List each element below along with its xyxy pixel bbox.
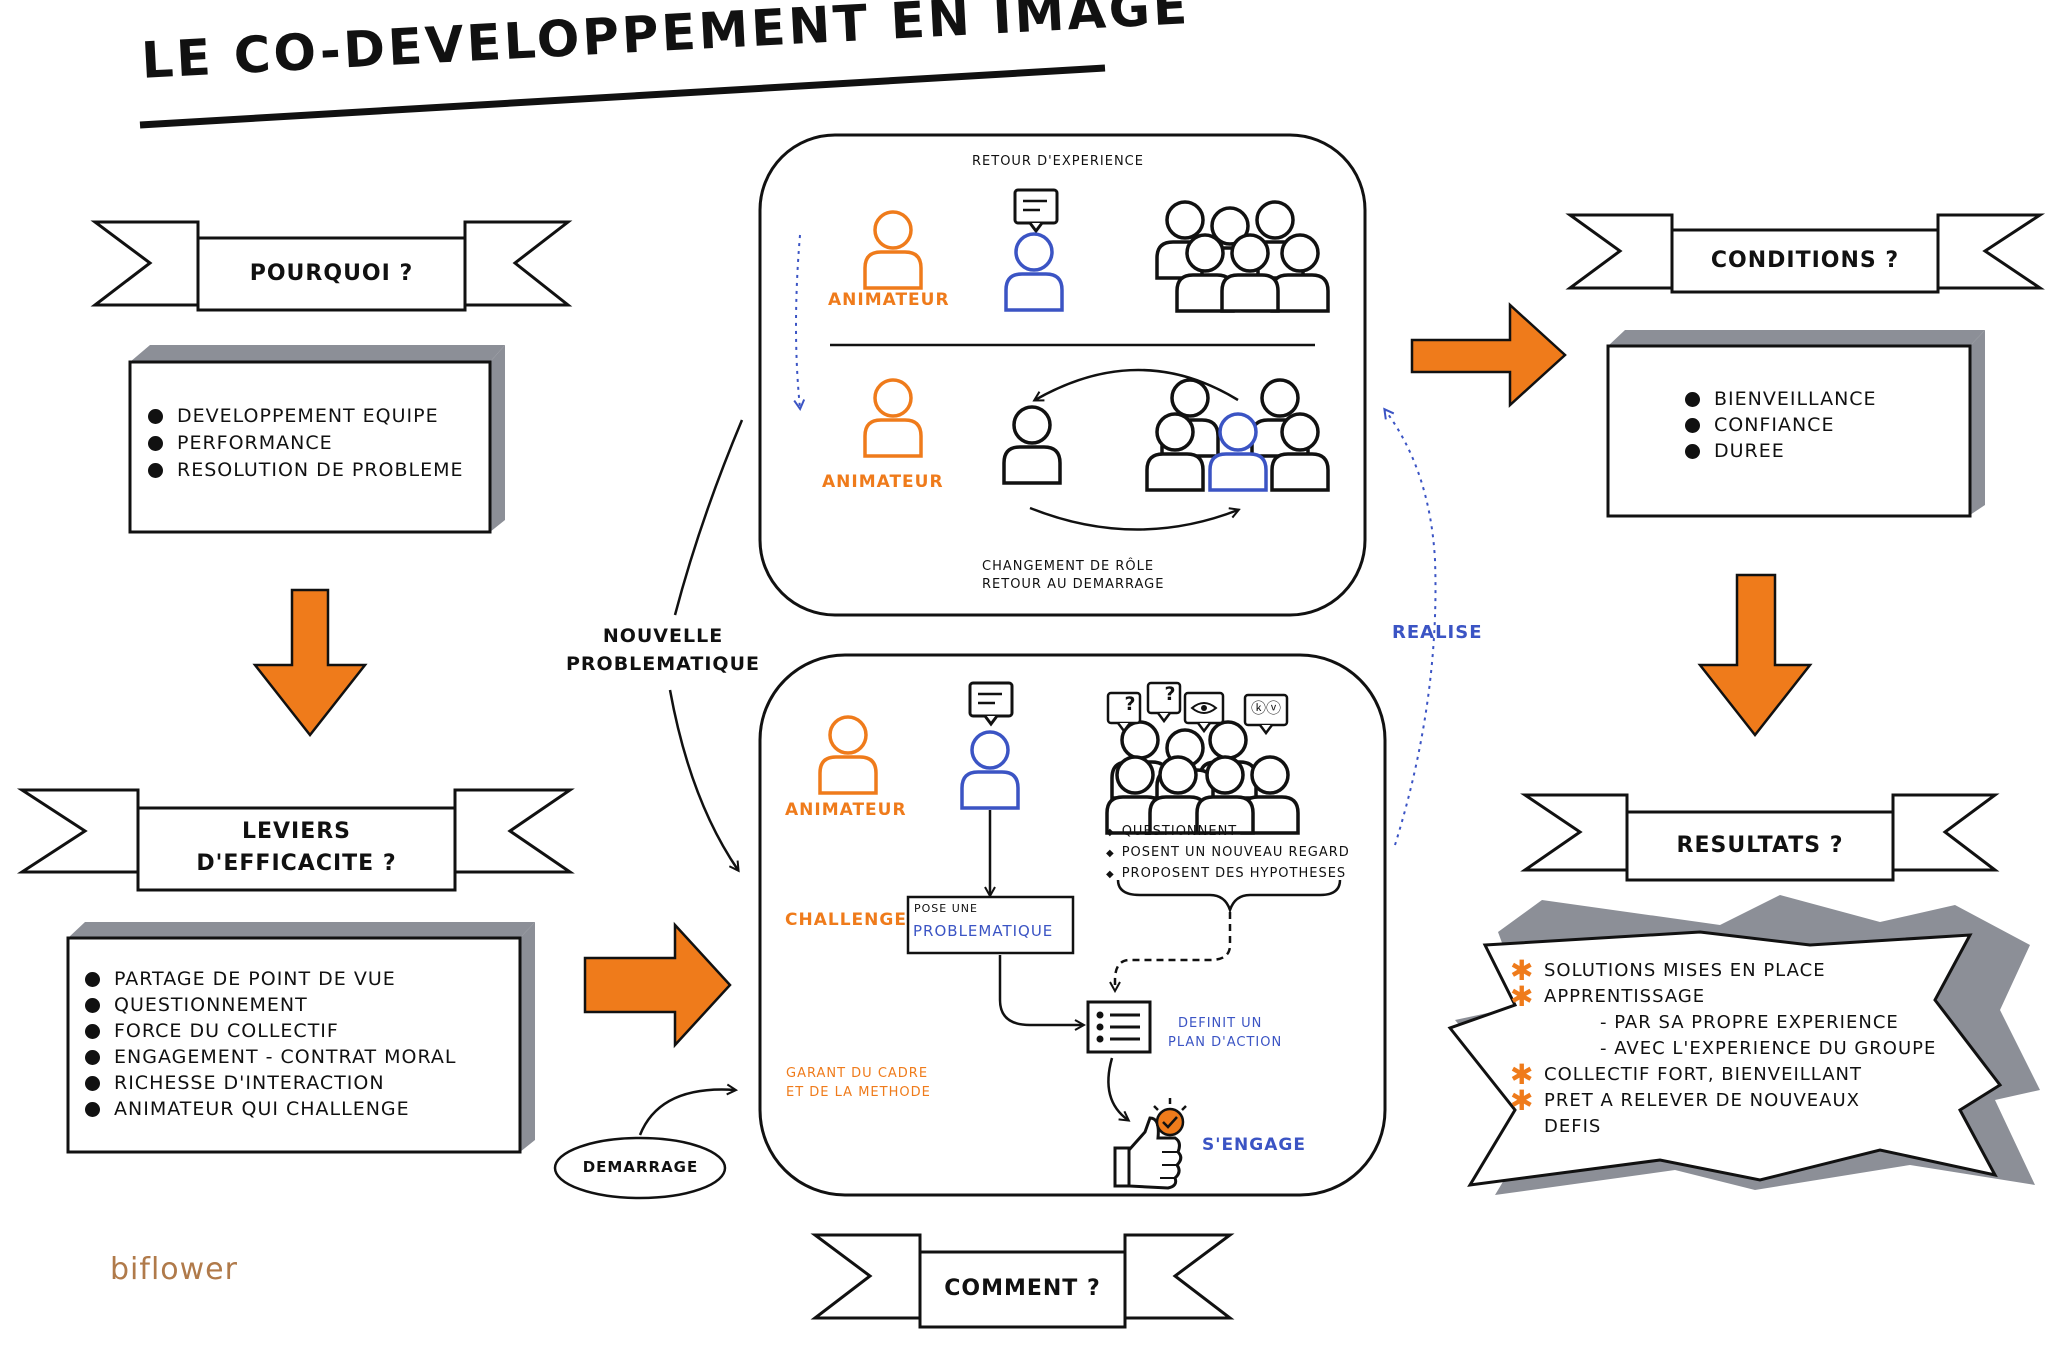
list-item: ✱COLLECTIF FORT, BIENVEILLANT <box>1510 1058 1863 1091</box>
orange-arrow-right-bottom <box>583 921 732 1049</box>
list-item: ENGAGEMENT - CONTRAT MORAL <box>85 1044 457 1070</box>
biflower-logo: biflower <box>110 1252 238 1287</box>
ribbon-resultats <box>1520 793 2000 882</box>
group-actions-list: QUESTIONNENT POSENT UN NOUVEAU REGARD PR… <box>1106 822 1350 885</box>
dashed-brace-to-plan <box>1115 912 1232 990</box>
resultats-list: ✱SOLUTIONS MISES EN PLACE ✱APPRENTISSAGE… <box>1510 954 1937 1140</box>
list-item: - PAR SA PROPRE EXPERIENCE <box>1600 1012 1899 1033</box>
demarrage-ellipse <box>553 1136 727 1200</box>
list-item: ANIMATEUR QUI CHALLENGE <box>85 1096 457 1122</box>
comment-label: COMMENT ? <box>944 1276 1101 1301</box>
pose-une-label: POSE UNE <box>914 902 978 915</box>
check-badge-icon <box>1153 1098 1187 1137</box>
ribbon-conditions <box>1565 213 2046 294</box>
box-leviers <box>66 922 535 1154</box>
list-item: DUREE <box>1685 438 1877 464</box>
conditions-list: BIENVEILLANCE CONFIANCE DUREE <box>1685 386 1877 464</box>
definit-plan-label: DEFINIT UN PLAN D'ACTION <box>1168 1016 1283 1050</box>
speaker-icon-top <box>1004 188 1064 312</box>
arrow-demarrage <box>638 1090 735 1136</box>
arrow-plan-to-engage <box>1107 1057 1128 1120</box>
arrow-problem-to-plan <box>998 955 1083 1025</box>
list-item: RICHESSE D'INTERACTION <box>85 1070 457 1096</box>
orange-arrow-right-top <box>1410 302 1567 408</box>
ribbon-pourquoi <box>90 220 573 312</box>
list-item: - AVEC L'EXPERIENCE DU GROUPE <box>1600 1038 1937 1059</box>
pourquoi-label: POURQUOI ? <box>249 261 414 286</box>
box-conditions <box>1606 330 1985 518</box>
orange-arrow-down-left <box>252 588 368 738</box>
list-item: ✱APPRENTISSAGE <box>1510 980 1706 1013</box>
leviers-list: PARTAGE DE POINT DE VUE QUESTIONNEMENT F… <box>85 966 457 1122</box>
realise-label: REALISE <box>1392 622 1483 643</box>
arrow-nouvelle-problematique <box>668 419 742 870</box>
demarrage-label: DEMARRAGE <box>582 1158 699 1176</box>
box-resultats-burst <box>1447 895 2040 1195</box>
leviers-label: LEVIERS D'EFFICACITE ? <box>196 819 397 876</box>
challenge-label: CHALLENGE <box>785 910 907 930</box>
list-item: FORCE DU COLLECTIF <box>85 1018 457 1044</box>
list-item: RESOLUTION DE PROBLEME <box>148 457 464 484</box>
group-brace <box>1116 879 1342 914</box>
title-underline <box>139 64 1106 129</box>
sengage-label: S'ENGAGE <box>1202 1135 1306 1155</box>
arrow-group-to-person <box>1035 368 1239 400</box>
eye-icon <box>1190 702 1218 714</box>
problematique-label: PROBLEMATIQUE <box>913 922 1054 940</box>
pourquoi-list: DEVELOPPEMENT EQUIPE PERFORMANCE RESOLUT… <box>148 403 464 484</box>
garant-label: GARANT DU CADRE ET DE LA METHODE <box>786 1066 931 1100</box>
speaker-icon-bottom <box>960 681 1020 810</box>
list-item: QUESTIONNENT <box>1106 822 1350 843</box>
ribbon-leviers <box>16 788 575 892</box>
animateur-label-bottom: ANIMATEUR <box>785 800 907 820</box>
question-mark-2: ? <box>1164 683 1176 705</box>
list-item: ✱PRET A RELEVER DE NOUVEAUX <box>1510 1084 1860 1117</box>
dotted-down-arrow <box>796 234 800 408</box>
orange-arrow-down-right <box>1697 573 1813 738</box>
arrow-realise <box>1385 410 1437 846</box>
list-item: CONFIANCE <box>1685 412 1877 438</box>
nouvelle-problematique-label: NOUVELLE PROBLEMATIQUE <box>565 625 760 675</box>
thumbs-up-icon <box>1113 1116 1183 1190</box>
list-item: DEVELOPPEMENT EQUIPE <box>148 403 464 430</box>
kv-bubble-label: ⓚⓥ <box>1250 699 1281 717</box>
changement-role-label: CHANGEMENT DE RÔLE RETOUR AU DEMARRAGE <box>982 559 1165 592</box>
problematique-box <box>906 895 1075 955</box>
ribbon-comment <box>810 1233 1235 1329</box>
arrow-person-to-group <box>1029 506 1238 531</box>
list-item: DEFIS <box>1544 1116 1602 1137</box>
action-plan-icon <box>1086 1000 1152 1054</box>
list-item: PARTAGE DE POINT DE VUE <box>85 966 457 992</box>
question-bubbles <box>1106 681 1289 736</box>
list-item: ✱SOLUTIONS MISES EN PLACE <box>1510 954 1826 987</box>
list-item: QUESTIONNEMENT <box>85 992 457 1018</box>
list-item: PERFORMANCE <box>148 430 464 457</box>
list-item: BIENVEILLANCE <box>1685 386 1877 412</box>
box-pourquoi <box>128 345 505 534</box>
animateur-label-top: ANIMATEUR <box>828 290 950 310</box>
resultats-label: RESULTATS ? <box>1676 833 1844 858</box>
list-item: POSENT UN NOUVEAU REGARD <box>1106 843 1350 864</box>
animateur-label-mid: ANIMATEUR <box>822 472 944 492</box>
retour-experience-label: RETOUR D'EXPERIENCE <box>972 154 1144 169</box>
list-item: PROPOSENT DES HYPOTHESES <box>1106 864 1350 885</box>
question-mark-1: ? <box>1124 693 1136 715</box>
conditions-label: CONDITIONS ? <box>1710 248 1900 273</box>
